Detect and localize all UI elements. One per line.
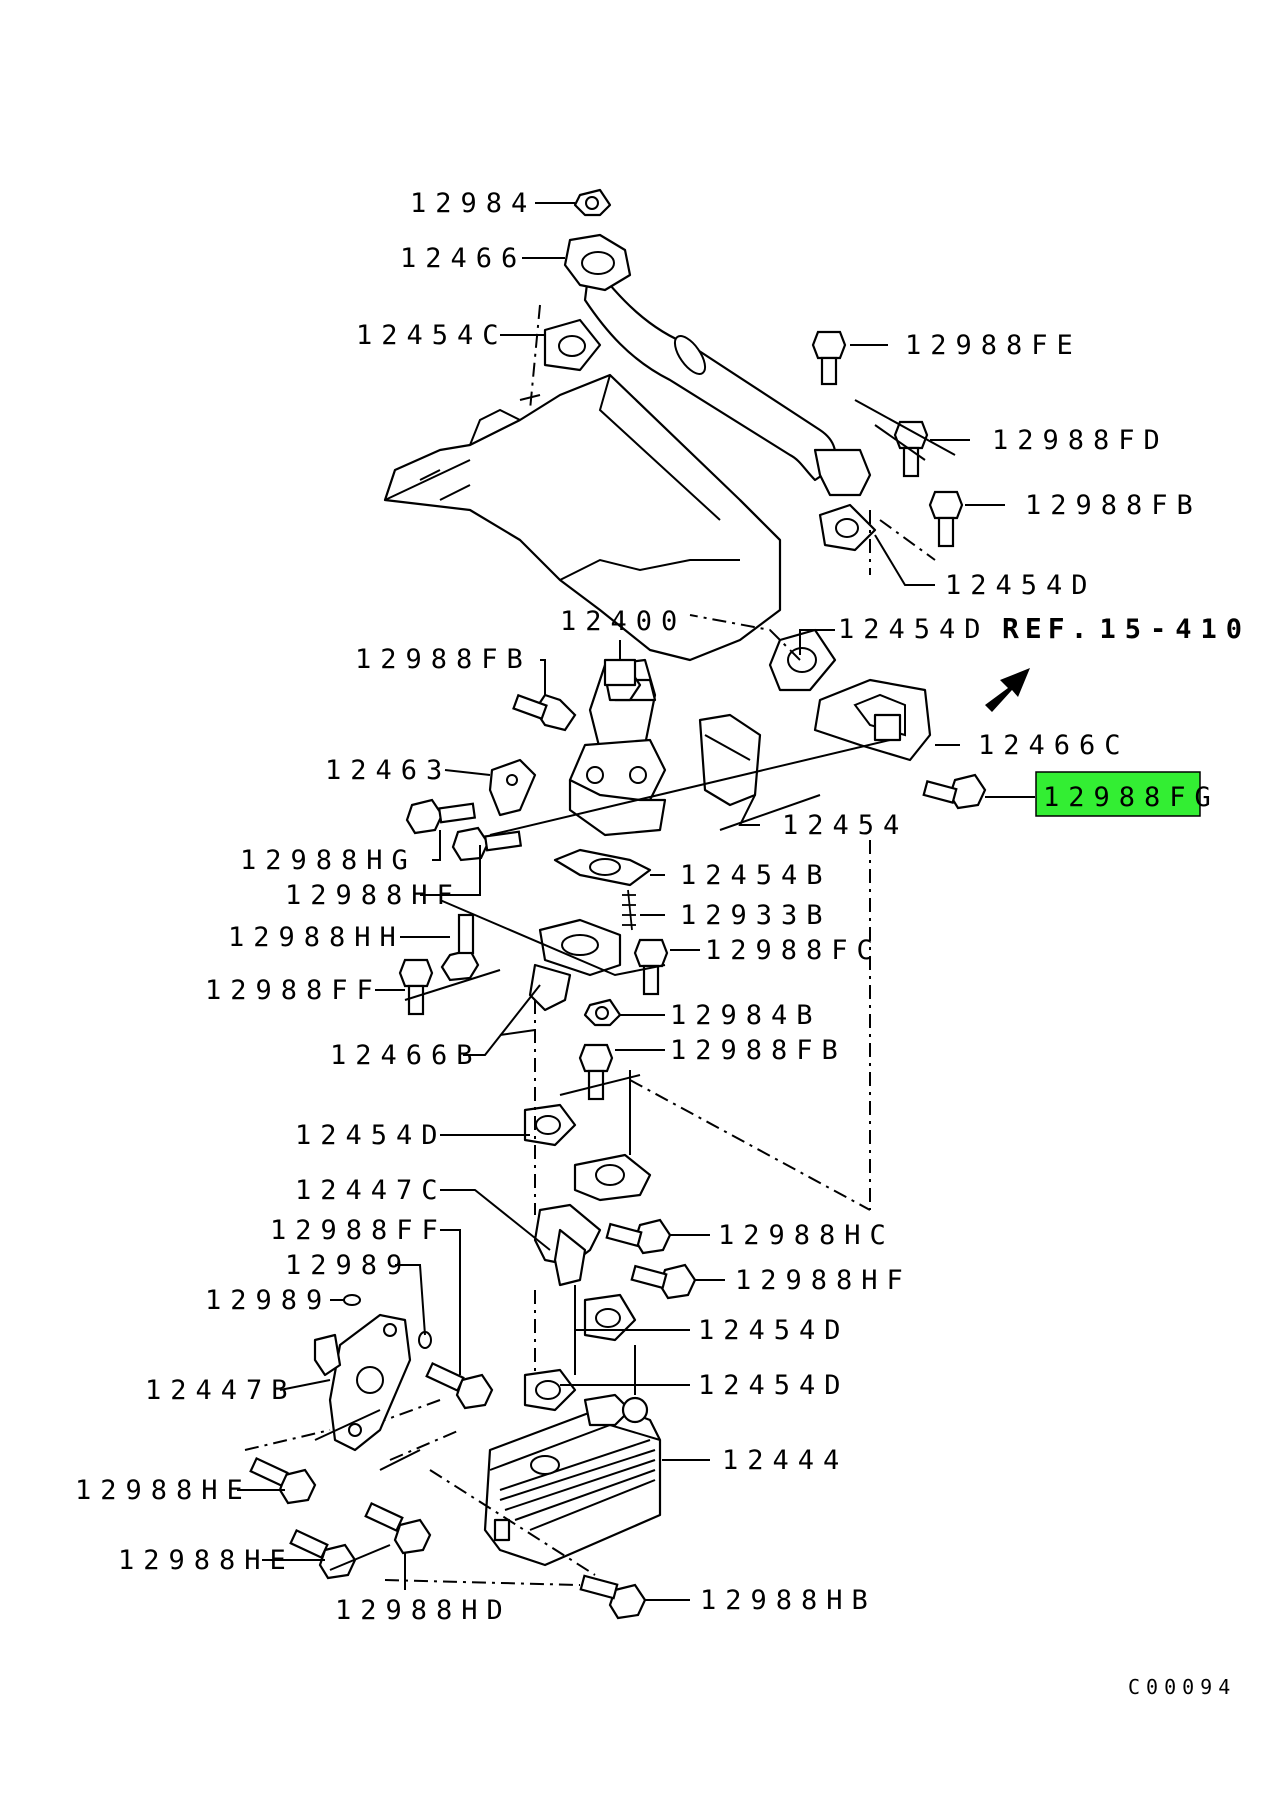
part-label[interactable]: 12988HG [240, 845, 417, 876]
part-label[interactable]: 12454D [945, 570, 1097, 601]
bolt-12988fb-3 [578, 1043, 614, 1101]
part-label[interactable]: 12466C [978, 730, 1130, 761]
part-label[interactable]: 12466B [330, 1040, 482, 1071]
part-label[interactable]: 12988FB [670, 1035, 847, 1066]
bolt-12988hb [579, 1574, 647, 1620]
bolt-12988fb-1 [928, 490, 964, 548]
egr-pipe [563, 233, 872, 497]
part-label[interactable]: 12988HE [75, 1475, 252, 1506]
gasket-12454d-upper [818, 503, 877, 552]
part-label[interactable]: 12454C [356, 320, 508, 351]
reference-label[interactable]: REF.15-410 [1002, 612, 1251, 645]
assembly-lines [244, 304, 956, 1586]
part-label[interactable]: 12988HH [228, 922, 405, 953]
part-label[interactable]: 12447C [295, 1175, 447, 1206]
part-label[interactable]: 12454D [838, 614, 990, 645]
callout-labels: 12984 12466 12454C 12988FE 12988FD 12988… [75, 188, 1220, 1626]
gasket-12454d-lower-2 [583, 1293, 637, 1342]
part-label[interactable]: 12447B [145, 1375, 297, 1406]
part-label[interactable]: 12454 [782, 810, 908, 841]
part-label[interactable]: 12444 [722, 1445, 848, 1476]
bolt-12988hg [405, 798, 477, 835]
engine-block [383, 373, 782, 662]
part-label[interactable]: 12454D [295, 1120, 447, 1151]
part-label[interactable]: 12988HE [118, 1545, 295, 1576]
bolt-12988hd [364, 1502, 432, 1555]
part-label[interactable]: 12463 [325, 755, 451, 786]
gasket-12454c [543, 318, 602, 372]
pipe-12447c [533, 1153, 652, 1287]
part-label[interactable]: 12454B [680, 860, 832, 891]
part-label[interactable]: 12988FE [905, 330, 1082, 361]
bolt-12988fb-2 [512, 693, 577, 732]
part-label[interactable]: 12466 [400, 243, 526, 274]
part-label[interactable]: 12454D [698, 1315, 850, 1346]
part-label[interactable]: 12988FG [1043, 782, 1220, 813]
gasket-12454d-lower-3 [523, 1368, 577, 1412]
part-label[interactable]: 12933B [680, 900, 832, 931]
part-label[interactable]: 12400 [560, 606, 686, 637]
egr-valve [568, 658, 667, 837]
bolt-12988hf-2 [630, 1263, 697, 1300]
nut-12984 [573, 188, 612, 217]
part-label[interactable]: 12989 [205, 1285, 331, 1316]
bolt-12988hh [440, 913, 480, 982]
part-label[interactable]: 12984B [670, 1000, 822, 1031]
part-label[interactable]: 12989 [285, 1250, 411, 1281]
bracket-12463 [488, 758, 537, 817]
part-label[interactable]: 12454D [698, 1370, 850, 1401]
part-label[interactable]: 12988FF [205, 975, 382, 1006]
part-label[interactable]: 12988FB [355, 644, 532, 675]
reference-number: 15-410 [1099, 614, 1251, 645]
nut-12984b [583, 998, 622, 1027]
part-label[interactable]: 12988FF [270, 1215, 447, 1246]
flange-12447b [313, 1313, 412, 1452]
bolt-12988hc [605, 1218, 672, 1255]
gasket-12454 [698, 713, 762, 807]
catalog-code: C00094 [1128, 1675, 1236, 1699]
stud-12933b [622, 889, 636, 931]
bolt-12988ff-1 [398, 958, 434, 1016]
bolt-12988fd [893, 420, 929, 478]
bolt-12988he-2 [289, 1529, 357, 1580]
part-label[interactable]: 12984 [410, 188, 536, 219]
egr-cooler-12444 [483, 1393, 662, 1567]
part-label[interactable]: 12988FD [992, 425, 1169, 456]
gasket-12454d-lower-1 [523, 1103, 577, 1147]
bolt-12988ff-2 [425, 1362, 494, 1410]
bolt-12988fg [922, 773, 987, 810]
bolt-12988hf-1 [451, 826, 523, 862]
part-label[interactable]: 12988HD [335, 1595, 512, 1626]
o-ring-12989-a [343, 1294, 361, 1306]
bolt-12988fe [811, 330, 847, 386]
adapter-12466c [813, 678, 932, 762]
bolt-12988fc [633, 938, 669, 996]
part-label[interactable]: 12988FC [705, 935, 882, 966]
part-label[interactable]: 12988HC [718, 1220, 895, 1251]
part-label[interactable]: 12988FB [1025, 490, 1202, 521]
part-label[interactable]: 12988HF [735, 1265, 912, 1296]
pipe-flange-12466b [528, 918, 622, 1012]
svg-text:REF.15-410: REF.15-410 [1002, 612, 1251, 645]
part-label[interactable]: 12988HF [285, 880, 462, 911]
leader-lines [237, 202, 1035, 1601]
part-label[interactable]: 12988HB [700, 1585, 877, 1616]
reference-prefix: REF. [1002, 612, 1093, 645]
parts-drawing [249, 188, 987, 1620]
highlight-box [1035, 771, 1201, 817]
reference-arrow [985, 668, 1030, 712]
gasket-12454b [553, 848, 652, 887]
bolt-12988he-1 [249, 1457, 317, 1505]
